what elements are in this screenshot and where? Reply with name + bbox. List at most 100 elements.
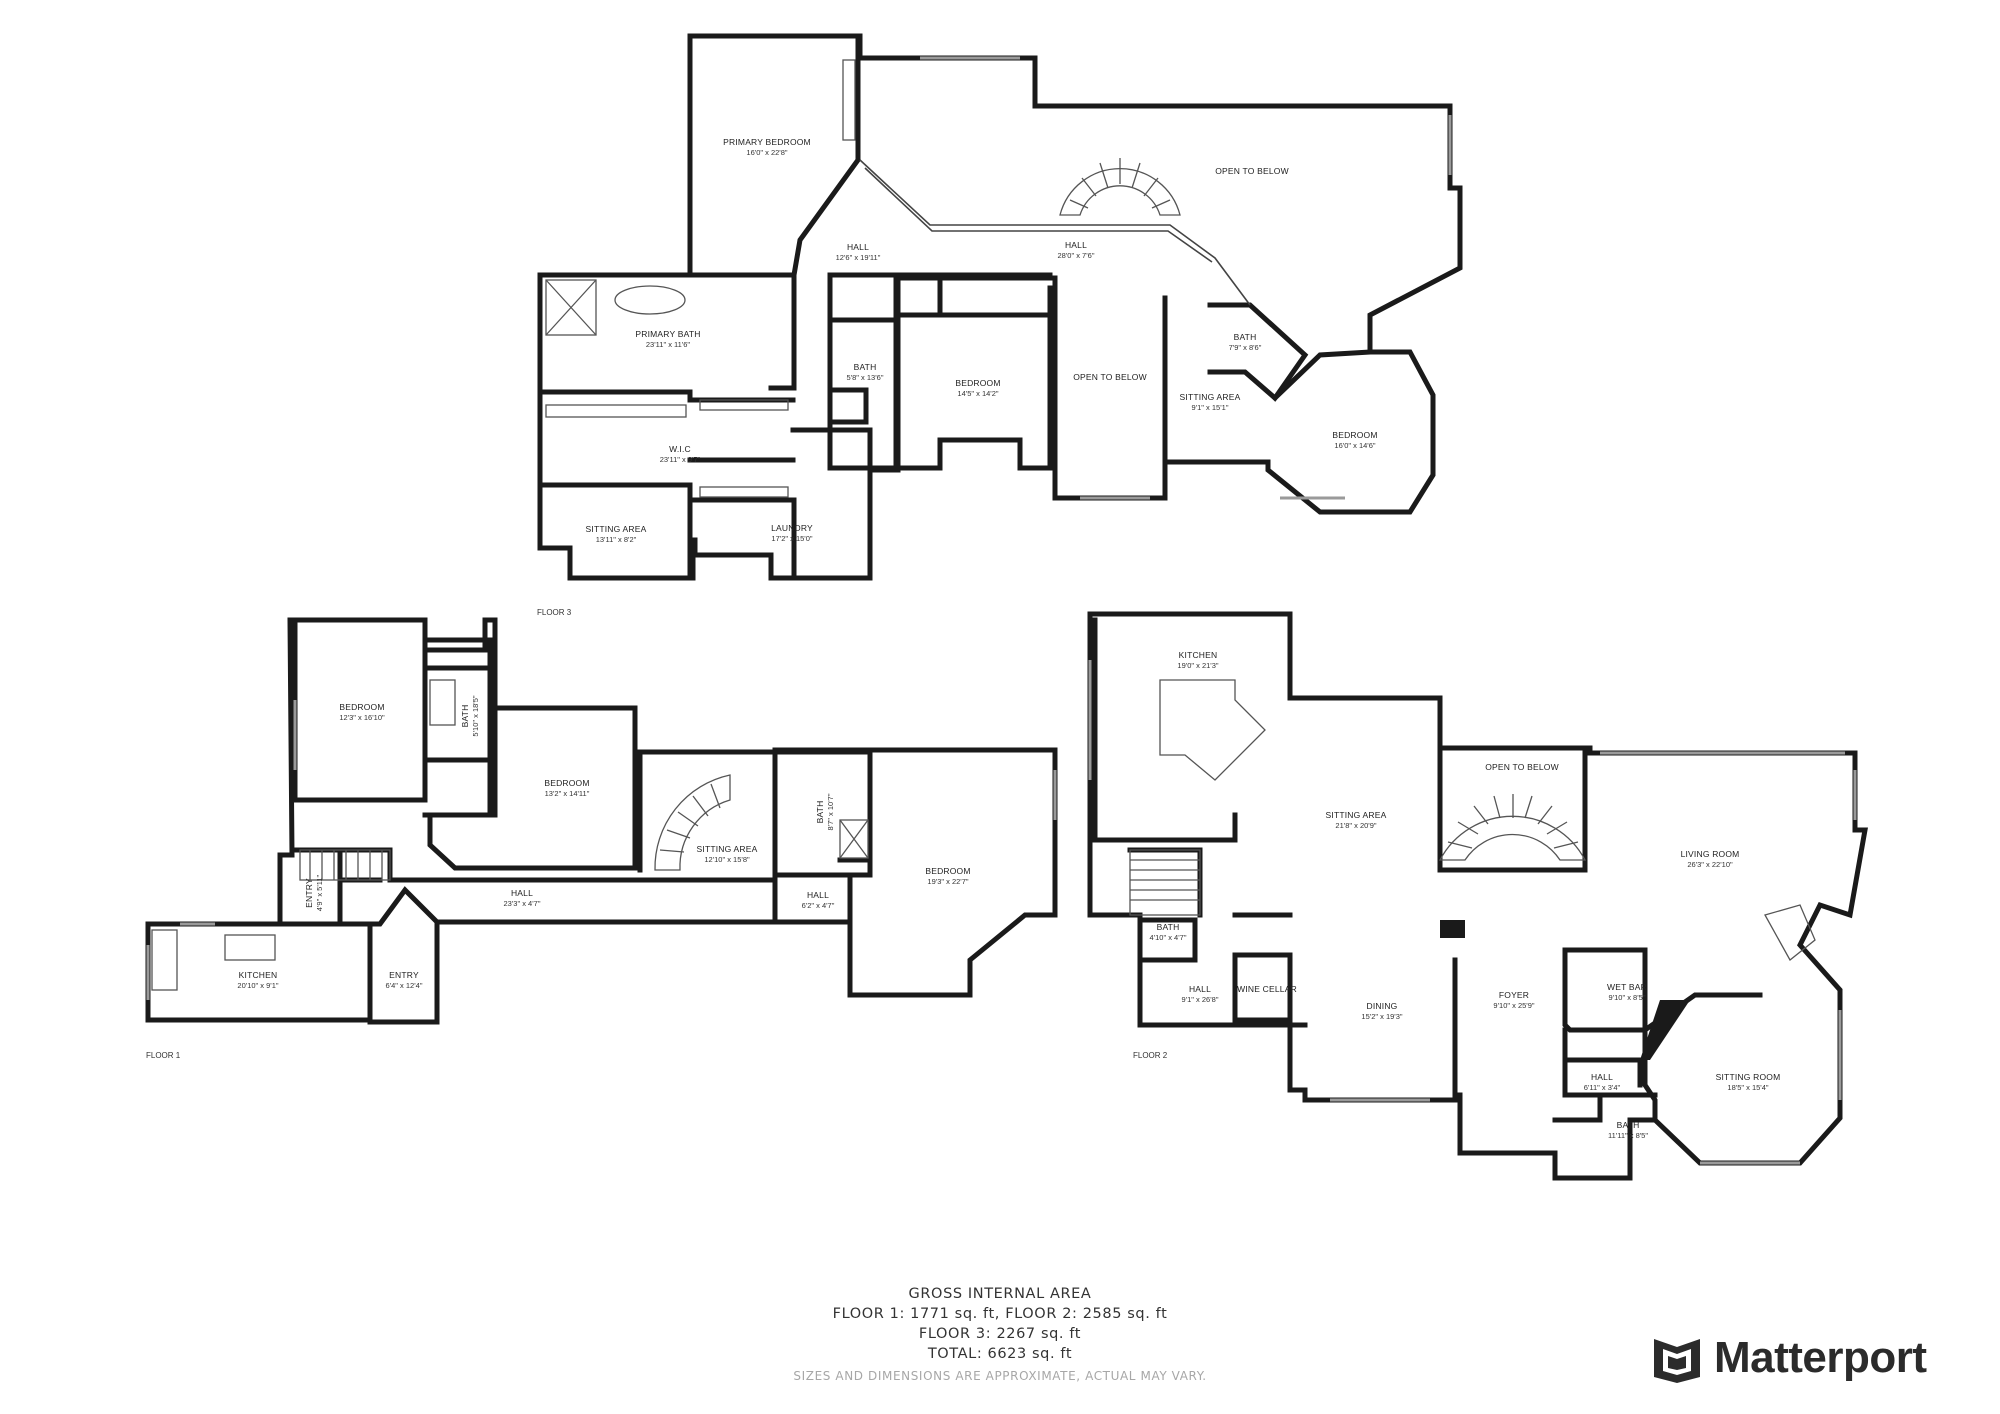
room-dimensions: 21'8" x 20'9" <box>1335 821 1376 830</box>
bath-3b-wall <box>1207 302 1309 402</box>
dining-foyer-wall <box>1287 957 1458 1098</box>
wic-partition <box>537 397 796 488</box>
room-dimensions: 20'10" x 9'1" <box>237 981 278 990</box>
floor-2-exterior-wall <box>1087 611 1868 1181</box>
room-dimensions: 17'2" x 15'0" <box>771 534 812 543</box>
room-name: OPEN TO BELOW <box>1073 372 1147 382</box>
primary-bedroom-wall <box>687 33 861 278</box>
bath-1a-wall <box>422 637 493 818</box>
floor3-room-open-below-b: OPEN TO BELOW <box>1073 372 1147 382</box>
room-dimensions: 18'5" x 15'4" <box>1727 1083 1768 1092</box>
room-name: HALL <box>807 890 829 900</box>
bedroom-1b-wall <box>427 705 638 871</box>
room-name: HALL <box>1065 240 1087 250</box>
fireplace-icon <box>1764 904 1816 961</box>
bath-2a-wall <box>1137 917 1198 963</box>
area-summary-heading: GROSS INTERNAL AREA <box>908 1286 1092 1302</box>
room-name: W.I.C <box>669 444 691 454</box>
room-dimensions: 19'0" x 21'3" <box>1177 661 1218 670</box>
stair-floor-1 <box>654 774 731 871</box>
room-dimensions: 5'10" x 18'5" <box>471 695 480 736</box>
room-dimensions: 15'2" x 19'3" <box>1361 1012 1402 1021</box>
brand-name: Matterport <box>1714 1333 1927 1382</box>
disclaimer-text: SIZES AND DIMENSIONS ARE APPROXIMATE, AC… <box>793 1369 1207 1383</box>
room-dimensions: 12'3" x 16'10" <box>339 713 385 722</box>
room-dimensions: 5'8" x 13'6" <box>847 373 884 382</box>
room-dimensions: 13'2" x 14'11" <box>545 789 590 798</box>
room-dimensions: 11'11" x 8'5" <box>1608 1131 1648 1140</box>
floor-3-label: FLOOR 3 <box>537 608 572 617</box>
room-name: FOYER <box>1499 990 1529 1000</box>
floor-2-label: FLOOR 2 <box>1133 1051 1168 1060</box>
bedroom-3b-wall <box>1271 349 1373 402</box>
shower-icon <box>545 279 597 336</box>
room-name: PRIMARY BATH <box>635 329 700 339</box>
area-summary-line-2: FLOOR 3: 2267 sq. ft <box>918 1326 1082 1342</box>
room-dimensions: 28'0" x 7'6" <box>1058 251 1095 260</box>
floor-1-plan: FLOOR 1 <box>145 617 1058 1060</box>
room-dimensions: 6'11" x 3'4" <box>1584 1083 1621 1092</box>
wet-bar-wall <box>1562 947 1648 1033</box>
room-name: BATH <box>854 362 877 372</box>
stair-floor-2 <box>1438 794 1587 861</box>
room-dimensions: 9'10" x 25'9" <box>1493 1001 1534 1010</box>
room-name: KITCHEN <box>239 970 278 980</box>
room-name: SITTING AREA <box>586 524 647 534</box>
stair-floor-1-straight <box>299 849 391 881</box>
floor2-room-wine-cellar: WINE CELLAR <box>1237 984 1297 994</box>
room-name: SITTING AREA <box>697 844 758 854</box>
room-name: BEDROOM <box>544 778 589 788</box>
room-dimensions: 23'11" x 11'6" <box>646 340 691 349</box>
room-name: BATH <box>1234 332 1257 342</box>
room-dimensions: 23'11" x 9'7" <box>660 455 701 464</box>
room-dimensions: 16'0" x 22'8" <box>746 148 787 157</box>
room-dimensions: 23'3" x 4'7" <box>504 899 541 908</box>
floor-3-plan: FLOOR 3 <box>537 33 1463 617</box>
room-name: BEDROOM <box>955 378 1000 388</box>
room-name: BATH <box>815 801 825 824</box>
floor2-room-open-below: OPEN TO BELOW <box>1485 762 1559 772</box>
room-name: HALL <box>847 242 869 252</box>
room-dimensions: 14'5" x 14'2" <box>957 389 998 398</box>
stair-floor-3 <box>1059 158 1181 216</box>
kitchen-island-icon <box>1159 679 1266 781</box>
floor3-room-open-below-a: OPEN TO BELOW <box>1215 166 1288 176</box>
room-dimensions: 9'10" x 8'5" <box>1609 993 1646 1002</box>
room-dimensions: 9'1" x 26'8" <box>1182 995 1219 1004</box>
room-dimensions: 12'10" x 15'8" <box>704 855 750 864</box>
stove-icon <box>151 929 178 991</box>
laundry-wall <box>790 427 873 473</box>
room-name: BATH <box>1157 922 1180 932</box>
room-name: OPEN TO BELOW <box>1485 762 1559 772</box>
primary-bath-wall <box>537 272 797 581</box>
room-dimensions: 16'0" x 14'6" <box>1334 441 1375 450</box>
room-dimensions: 9'1" x 15'1" <box>1192 403 1229 412</box>
floor-1-exterior-wall <box>145 617 1058 1025</box>
room-name: ENTRY <box>389 970 419 980</box>
room-dimensions: 4'10" x 4'7" <box>1150 933 1187 942</box>
room-name: BEDROOM <box>1332 430 1377 440</box>
